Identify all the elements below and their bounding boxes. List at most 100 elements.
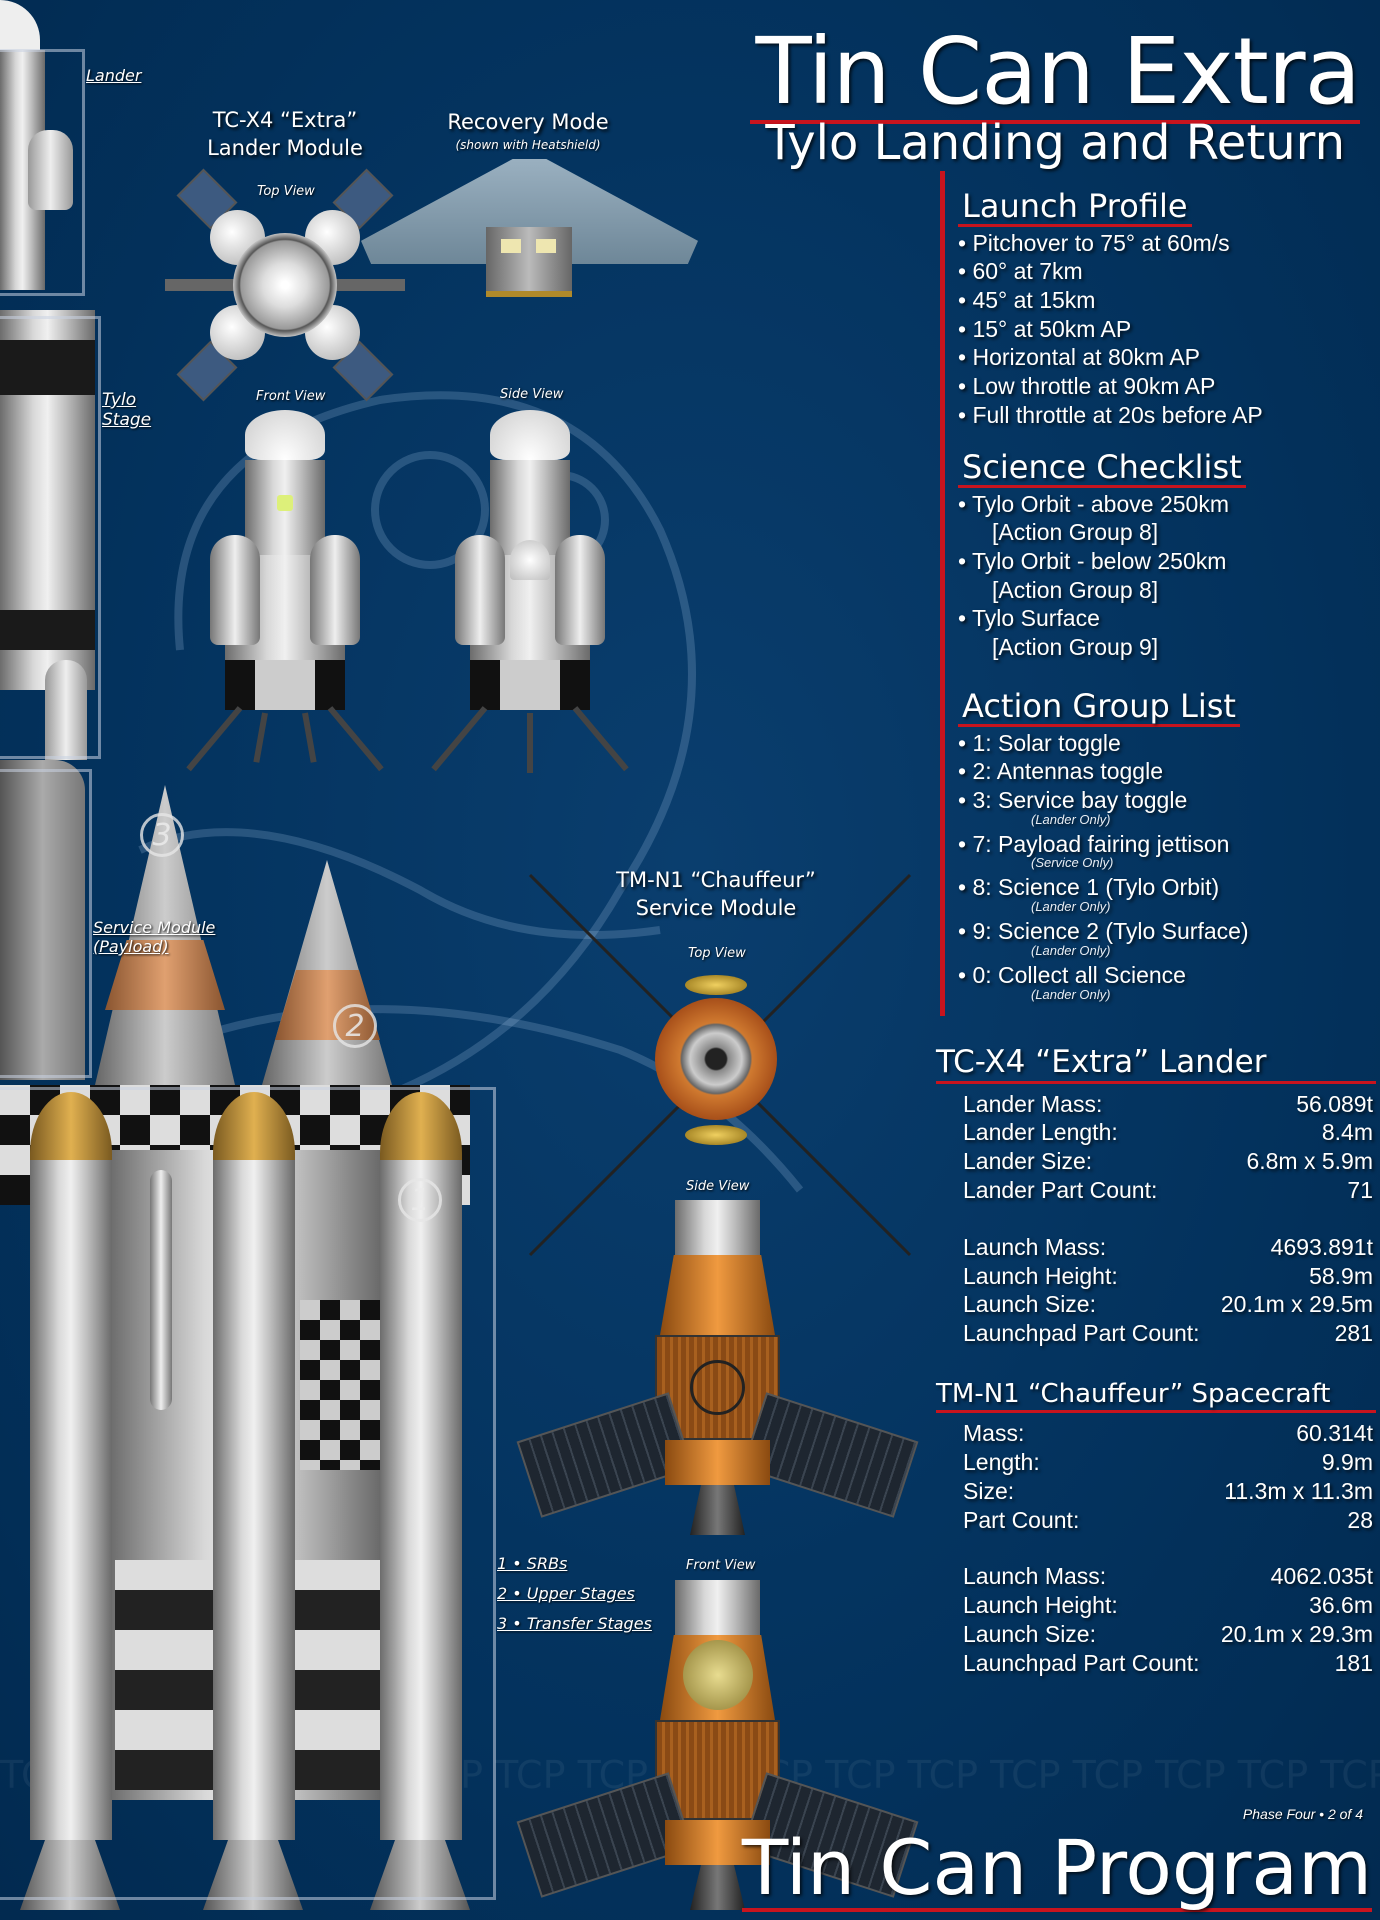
action-group-heading: Action Group List: [958, 689, 1240, 727]
lander-module-title: TC-X4 “Extra” Lander Module: [185, 106, 385, 162]
stat-value: 56.089t: [1296, 1090, 1373, 1117]
list-item: 8: Science 1 (Tylo Orbit): [958, 873, 1249, 902]
stage-number-3: 3: [140, 813, 184, 857]
stat-label: Launch Size:: [963, 1291, 1096, 1318]
stat-label: Lander Size:: [963, 1148, 1093, 1175]
phase-label: Phase Four • 2 of 4: [1242, 1806, 1363, 1822]
list-item: Low throttle at 90km AP: [958, 372, 1263, 401]
service-module-label: Service Module (Payload): [93, 918, 216, 956]
stat-row: Part Count: 28: [963, 1506, 1373, 1535]
stat-value: 11.3m x 11.3m: [1224, 1477, 1373, 1504]
service-module-title-line1: TM-N1 “Chauffeur”: [616, 868, 816, 892]
recovery-mode-title: Recovery Mode: [447, 110, 609, 134]
stat-row: Launch Size:20.1m x 29.5m: [963, 1290, 1373, 1319]
sm-side-view-label: Side View: [686, 1179, 750, 1194]
stat-label: Launch Height:: [963, 1592, 1118, 1619]
main-title: Tin Can Extra: [749, 24, 1361, 124]
stat-label: Size:: [963, 1477, 1015, 1504]
stat-label: Launch Height:: [963, 1262, 1118, 1289]
list-item: 2: Antennas toggle: [958, 757, 1249, 786]
recovery-mode-drawing: [361, 159, 698, 304]
lander-top-view-drawing: [165, 165, 405, 405]
lander-side-view-label: Side View: [500, 387, 564, 402]
stat-label: Part Count:: [963, 1506, 1080, 1533]
stat-row: Launchpad Part Count: 281: [963, 1319, 1373, 1348]
lander-label: Lander: [86, 66, 142, 85]
stat-label: Launch Mass:: [963, 1233, 1107, 1260]
lander-side-view-drawing: [410, 410, 650, 773]
accent-rule: [940, 171, 945, 1016]
sm-side-view-drawing: [516, 1200, 919, 1540]
stat-row: Launch Mass: 4693.891t: [963, 1233, 1373, 1262]
stat-value: 36.6m: [1309, 1592, 1373, 1619]
sm-front-view-drawing: [516, 1580, 919, 1920]
sm-front-view-label: Front View: [686, 1558, 756, 1573]
lander-stats-section: TC-X4 “Extra” Lander Lander Mass: 56.089t…: [936, 1046, 1376, 1348]
launch-profile-section: Launch Profile Pitchover to 75° at 60m/s…: [958, 189, 1263, 430]
lander-front-view-drawing: [165, 410, 405, 772]
stat-value: 9.9m: [1321, 1449, 1373, 1476]
list-item-sub: [Action Group 9]: [992, 634, 1159, 661]
stat-row: Launchpad Part Count:181: [963, 1649, 1373, 1678]
tylo-stage-bracket: [0, 316, 101, 759]
science-checklist-section: Science Checklist Tylo Orbit - above 250…: [958, 450, 1246, 662]
stat-row: Launch Mass:4062.035t: [963, 1562, 1373, 1591]
stat-value: 28: [1347, 1506, 1373, 1533]
lander-top-view-label: Top View: [257, 184, 315, 199]
list-item: Tylo Orbit - above 250km: [958, 490, 1246, 519]
stage-legend-3: 3 • Transfer Stages: [497, 1614, 652, 1633]
list-item-sub: [Action Group 8]: [992, 576, 1159, 603]
stat-label: Lander Part Count:: [963, 1176, 1158, 1203]
spacecraft-stats-heading: TM-N1 “Chauffeur” Spacecraft: [936, 1380, 1376, 1414]
stat-label: Launch Size:: [963, 1621, 1096, 1648]
stat-row: Launch Height: 58.9m: [963, 1262, 1373, 1291]
service-module-title-line2: Service Module: [635, 896, 797, 920]
stat-row: Launch Height: 36.6m: [963, 1591, 1373, 1620]
list-item: Full throttle at 20s before AP: [958, 401, 1262, 430]
action-group-section: Action Group List 1: Solar toggle 2: Ant…: [958, 689, 1249, 1005]
list-item: 15° at 50km AP: [958, 315, 1263, 344]
list-item: 1: Solar toggle: [958, 729, 1249, 758]
stat-label: Launchpad Part Count:: [963, 1320, 1200, 1347]
stat-row: Size: 11.3m x 11.3m: [963, 1477, 1373, 1506]
stat-value: 281: [1334, 1320, 1373, 1347]
stat-row: Launch Size: 20.1m x 29.3m: [963, 1620, 1373, 1649]
stage-legend-2: 2 • Upper Stages: [497, 1584, 635, 1603]
srb-bracket: [0, 1087, 496, 1900]
stat-value: 181: [1334, 1649, 1373, 1676]
science-checklist-heading: Science Checklist: [958, 450, 1246, 488]
subtitle: Tylo Landing and Return: [765, 115, 1345, 171]
lander-module-title-line2: Lander Module: [207, 136, 363, 160]
stage-number-1: 1: [398, 1178, 442, 1222]
stat-value: 58.9m: [1309, 1262, 1373, 1289]
list-item: 9: Science 2 (Tylo Surface): [958, 917, 1248, 946]
stat-row: Lander Part Count: 71: [963, 1176, 1373, 1205]
stat-value: 20.1m x 29.3m: [1220, 1621, 1373, 1648]
sm-top-view-label: Top View: [688, 946, 746, 961]
stat-value: 8.4m: [1321, 1119, 1373, 1146]
stat-row: Length:9.9m: [963, 1448, 1373, 1477]
list-item-sub: [Action Group 8]: [992, 519, 1159, 546]
lander-stats-heading: TC-X4 “Extra” Lander: [936, 1046, 1376, 1084]
recovery-mode-note: (shown with Heatshield): [455, 138, 601, 152]
launch-profile-heading: Launch Profile: [958, 189, 1192, 227]
list-item: Horizontal at 80km AP: [958, 343, 1263, 372]
stat-value: 6.8m x 5.9m: [1246, 1148, 1373, 1175]
list-item-note: (Lander Only): [1031, 986, 1111, 1002]
service-module-title: TM-N1 “Chauffeur” Service Module: [596, 866, 836, 922]
stat-value: 4693.891t: [1270, 1233, 1373, 1260]
list-item-note: (Lander Only): [1031, 899, 1111, 915]
stat-label: Lander Mass:: [963, 1090, 1103, 1117]
stat-row: Lander Size: 6.8m x 5.9m: [963, 1147, 1373, 1176]
stat-row: Lander Mass: 56.089t: [963, 1090, 1373, 1119]
list-item: 7: Payload fairing jettison: [958, 830, 1249, 859]
stat-row: Lander Length:8.4m: [963, 1118, 1373, 1147]
list-item: Tylo Surface: [958, 604, 1246, 633]
stat-value: 71: [1347, 1176, 1373, 1203]
lander-bracket: [0, 49, 85, 296]
stat-value: 4062.035t: [1270, 1563, 1373, 1590]
service-module-bracket: [0, 769, 92, 1078]
stat-label: Mass:: [963, 1420, 1025, 1447]
tylo-stage-label: Tylo Stage: [102, 390, 152, 430]
list-item-note: (Lander Only): [1031, 811, 1111, 827]
